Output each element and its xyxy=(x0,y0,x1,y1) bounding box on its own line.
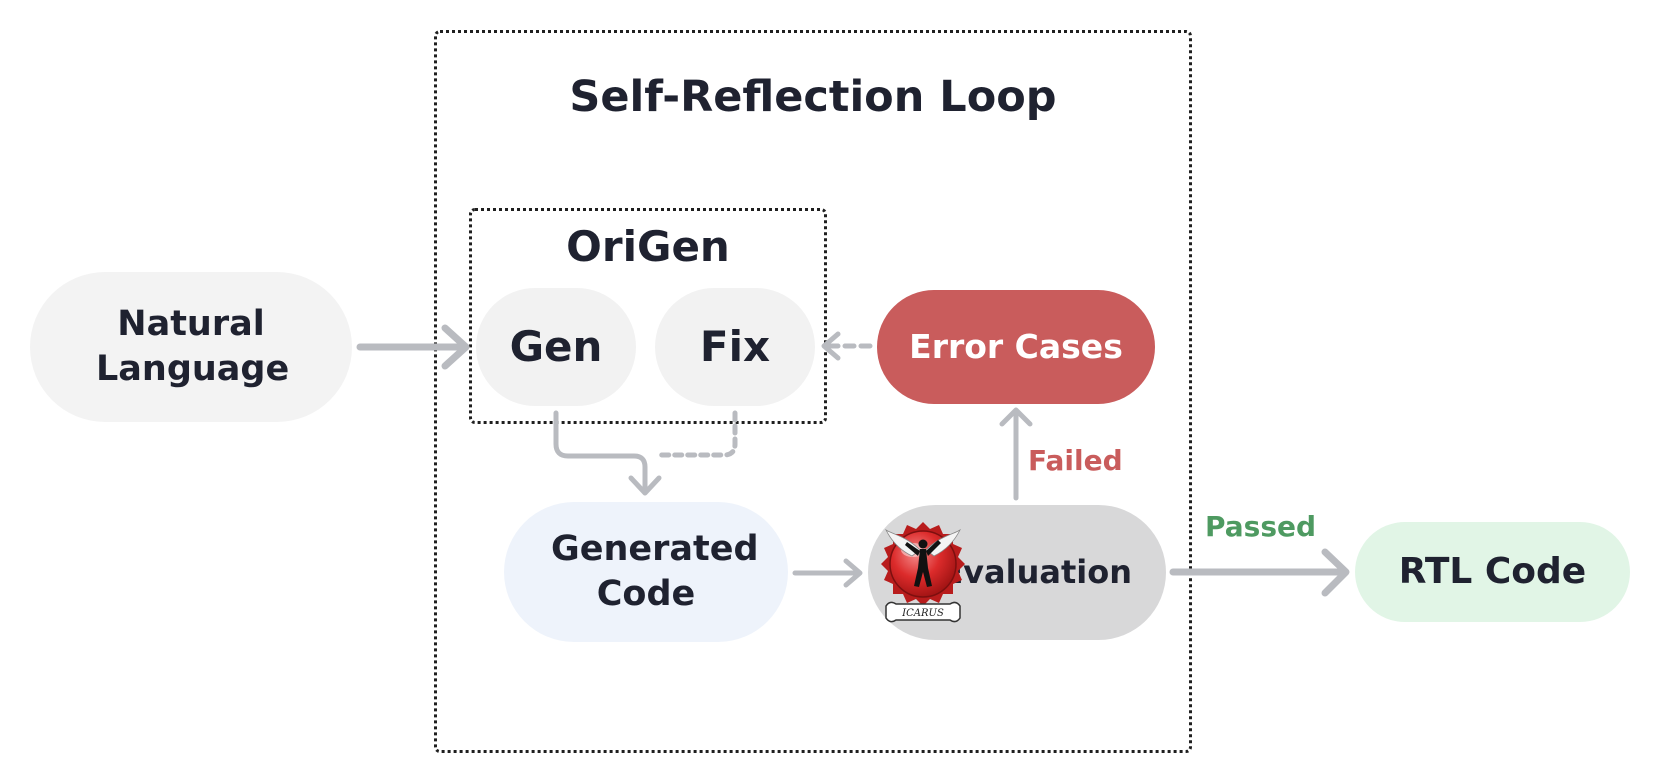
arrow-fix-to-generated-code xyxy=(655,410,738,458)
passed-edge-label: Passed xyxy=(1205,510,1317,543)
self-reflection-loop-frame xyxy=(434,30,1192,753)
failed-edge-label: Failed xyxy=(1028,444,1123,477)
origen-frame xyxy=(469,208,827,424)
arrowhead-generated-code-to-eval xyxy=(843,558,863,588)
rtl-code-node: RTL Code xyxy=(1355,522,1630,622)
error-cases-node: Error Cases xyxy=(877,290,1155,404)
arrowhead-eval-to-error xyxy=(999,407,1033,427)
natural-language-node: Natural Language xyxy=(30,272,352,422)
generated-code-node: Generated Code xyxy=(504,502,788,642)
gen-node: Gen xyxy=(476,288,636,406)
icarus-logo-icon: ICARUS xyxy=(881,522,965,623)
loop-title: Self-Reflection Loop xyxy=(569,72,1057,122)
rtl-code-label: RTL Code xyxy=(1398,550,1587,592)
icarus-logo-text: ICARUS xyxy=(901,608,944,619)
arrowhead-error-to-fix xyxy=(821,331,841,361)
fix-label: Fix xyxy=(699,321,771,371)
fix-node: Fix xyxy=(655,288,815,406)
generated-code-label: Generated Code xyxy=(551,528,759,615)
natural-language-label: Natural Language xyxy=(96,303,290,390)
arrowhead-eval-to-rtl xyxy=(1321,548,1350,597)
evaluation-label: Evaluation xyxy=(941,552,1132,591)
arrowhead-nl-to-gen xyxy=(441,324,470,370)
arrow-gen-to-generated-code xyxy=(553,410,648,493)
origen-title: OriGen xyxy=(566,222,730,271)
gen-label: Gen xyxy=(509,321,603,371)
arrowhead-gen-to-generated-code xyxy=(628,475,662,496)
error-cases-label: Error Cases xyxy=(909,326,1123,366)
